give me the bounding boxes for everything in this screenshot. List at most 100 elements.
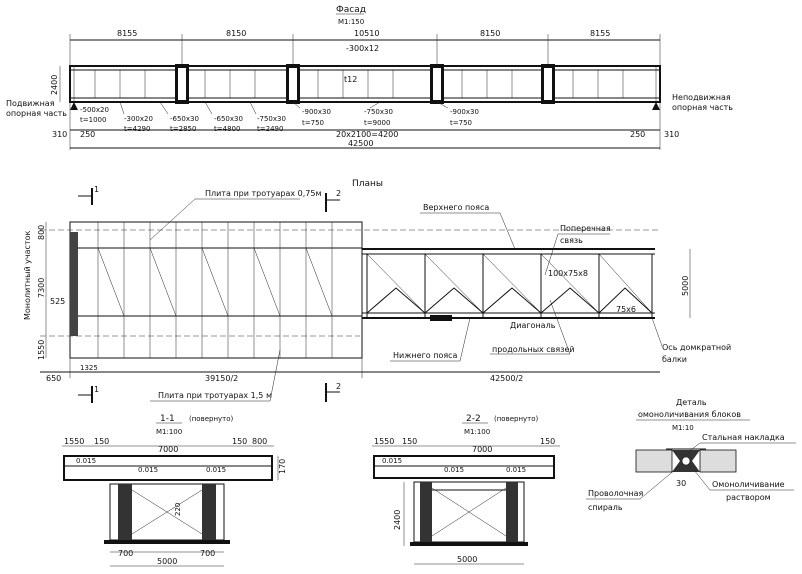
wire-line2: спираль bbox=[588, 503, 623, 512]
plate-6-size: -900x30 bbox=[302, 108, 331, 116]
plate-3-length: t=2850 bbox=[170, 125, 196, 133]
jack-axis-line2: балки bbox=[662, 355, 687, 364]
plan-dim-1325: 1325 bbox=[80, 364, 98, 372]
sec2-dim-1: 1550 bbox=[374, 437, 394, 446]
plate-8-length: t=750 bbox=[450, 119, 472, 127]
sec1-slope-right: 0.015 bbox=[206, 466, 226, 474]
sec2-slope-right: 0.015 bbox=[506, 466, 526, 474]
upper-chord-label: Верхнего пояса bbox=[423, 203, 489, 212]
sec1-inner: 220 bbox=[174, 503, 182, 516]
facade-bottom-right-b: 310 bbox=[664, 130, 679, 139]
plan-dim-left-half: 39150/2 bbox=[205, 374, 238, 383]
diagonal-line2: продольных связей bbox=[492, 345, 575, 354]
facade-plate-thickness: t12 bbox=[344, 75, 357, 84]
sec1-bottom-a: 700 bbox=[118, 549, 133, 558]
sec2-title: 2-2 bbox=[466, 414, 481, 424]
girder-outline bbox=[69, 65, 661, 103]
plate-3-size: -650x30 bbox=[170, 115, 199, 123]
facade-view: Фасад М1:150 8155 8150 10510 8150 8155 -… bbox=[6, 5, 733, 150]
sec2-slope-left: 0.015 bbox=[382, 457, 402, 465]
right-support-line2: опорная часть bbox=[672, 103, 733, 112]
grout-line1: Омоноличивание bbox=[712, 480, 785, 489]
section-2-bottom: 2 bbox=[336, 382, 341, 391]
detail-block-left bbox=[635, 449, 673, 473]
plate-2-size: -300x20 bbox=[124, 115, 153, 123]
detail-wire bbox=[681, 456, 691, 466]
sec1-note: (повернуто) bbox=[189, 415, 234, 423]
section-2-2: 2-2 (повернуто) М1:100 1550 150 7000 150… bbox=[372, 414, 560, 565]
sec1-height: 170 bbox=[278, 459, 287, 474]
sec2-dim-2: 150 bbox=[402, 437, 417, 446]
sec1-dim-5: 800 bbox=[252, 437, 267, 446]
sec1-dim-4: 150 bbox=[232, 437, 247, 446]
left-support-symbol bbox=[70, 102, 78, 110]
facade-dim-3: 10510 bbox=[354, 29, 379, 38]
plate-7-length: t=9000 bbox=[364, 119, 390, 127]
detail-scale: М1:10 bbox=[672, 424, 694, 432]
plate-5-length: t=2490 bbox=[257, 125, 283, 133]
plan-view: Планы 1 1 2 2 bbox=[23, 179, 731, 403]
section-1-1: 1-1 (повернуто) М1:100 1550 150 7000 150… bbox=[62, 414, 287, 567]
plate-7-size: -750x30 bbox=[364, 108, 393, 116]
plan-dim-5000: 5000 bbox=[681, 276, 690, 296]
sec1-slope-left: 0.015 bbox=[76, 457, 96, 465]
plan-dim-right-half: 42500/2 bbox=[490, 374, 523, 383]
sec2-dim-3: 7000 bbox=[472, 445, 492, 454]
facade-sheet-label: -300x12 bbox=[346, 44, 379, 53]
plan-dim-1550: 1550 bbox=[37, 340, 46, 360]
sec1-dim-2: 150 bbox=[94, 437, 109, 446]
facade-bottom-left-b: 250 bbox=[80, 130, 95, 139]
plate-2-length: t=4290 bbox=[124, 125, 150, 133]
facade-total: 42500 bbox=[348, 139, 373, 148]
plan-dim-7300: 7300 bbox=[37, 278, 46, 298]
plan-title: Планы bbox=[352, 179, 383, 189]
detail-title-line2: омоноличивания блоков bbox=[638, 410, 741, 419]
facade-bottom-right-a: 250 bbox=[630, 130, 645, 139]
plate-4-size: -650x30 bbox=[214, 115, 243, 123]
monolith-label: Монолитный участок bbox=[23, 231, 32, 321]
facade-height: 2400 bbox=[50, 75, 59, 95]
lower-chord-label: Нижнего пояса bbox=[393, 351, 458, 360]
cross-bracing-line2: связь bbox=[560, 236, 583, 245]
plan-dim-650: 650 bbox=[46, 374, 61, 383]
angle-big-label: 100x75x8 bbox=[548, 269, 588, 278]
section-2-top: 2 bbox=[336, 189, 341, 198]
left-support-line1: Подвижная bbox=[6, 99, 55, 108]
facade-scale: М1:150 bbox=[338, 18, 364, 26]
facade-dim-1: 8155 bbox=[117, 29, 137, 38]
facade-dim-5: 8155 bbox=[590, 29, 610, 38]
section-1-top: 1 bbox=[94, 185, 99, 194]
angle-small-label: 75x6 bbox=[616, 305, 636, 314]
sec1-girder bbox=[104, 483, 230, 544]
sec2-scale: М1:100 bbox=[464, 428, 490, 436]
facade-dim-4: 8150 bbox=[480, 29, 500, 38]
sec1-scale: М1:100 bbox=[156, 428, 182, 436]
wire-line1: Проволочная bbox=[588, 489, 643, 498]
detail-plate-label: Стальная накладка bbox=[702, 433, 785, 442]
plate-4-length: t=4800 bbox=[214, 125, 240, 133]
sec2-slab bbox=[373, 455, 555, 479]
plate-1-length: t=1000 bbox=[80, 116, 106, 124]
sec1-title: 1-1 bbox=[160, 414, 175, 424]
sec2-girder bbox=[410, 481, 528, 546]
slab-top-label: Плита при тротуарах 0,75м bbox=[205, 189, 322, 198]
sec1-dim-3: 7000 bbox=[158, 445, 178, 454]
sec2-height: 2400 bbox=[393, 510, 402, 530]
plate-5-size: -750x30 bbox=[257, 115, 286, 123]
detail-dim: 30 bbox=[676, 479, 686, 488]
sec1-slab bbox=[63, 455, 273, 481]
plate-callouts: -500x20 t=1000 -300x20 t=4290 -650x30 t=… bbox=[80, 101, 479, 133]
plate-1-size: -500x20 bbox=[80, 106, 109, 114]
deck-panel-joints bbox=[97, 222, 333, 358]
left-support-line2: опорная часть bbox=[6, 109, 67, 118]
facade-bottom-left-a: 310 bbox=[52, 130, 67, 139]
facade-bottom-center: 20x2100=4200 bbox=[336, 130, 398, 139]
splice-joints bbox=[175, 64, 555, 104]
sec2-width: 5000 bbox=[457, 555, 477, 564]
steel-frame-plan bbox=[362, 248, 655, 321]
plan-dim-800: 800 bbox=[37, 225, 46, 240]
detail-title-line1: Деталь bbox=[676, 398, 707, 407]
grout-line2: раствором bbox=[726, 493, 771, 502]
plan-dim-525: 525 bbox=[50, 297, 65, 306]
